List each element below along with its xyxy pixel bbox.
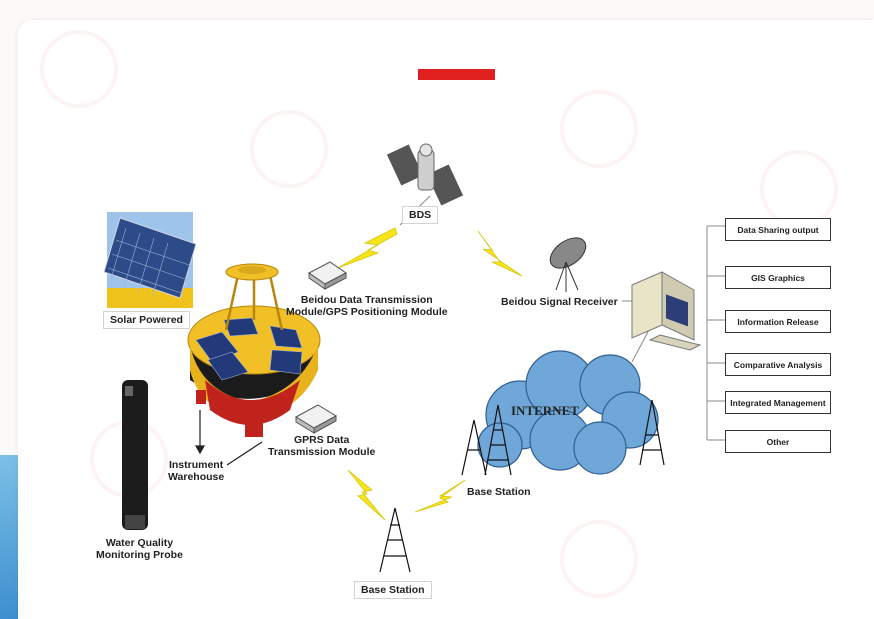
lightning-bolt-icon xyxy=(337,227,398,269)
probe-label: Water Quality Monitoring Probe xyxy=(96,537,183,561)
title-accent-bar xyxy=(418,69,495,80)
gprs-label: GPRS Data Transmission Module xyxy=(268,434,375,458)
warehouse-pointer-2 xyxy=(226,441,263,466)
beidou-module-label-line1: Beidou Data Transmission xyxy=(300,294,433,306)
satellite-icon xyxy=(386,143,464,206)
output-data-sharing: Data Sharing output xyxy=(725,218,831,241)
gprs-label-line2: Transmission Module xyxy=(268,446,376,458)
warehouse-label-line1: Instrument xyxy=(168,459,224,471)
cell-tower-icon xyxy=(639,399,665,466)
gprs-label-line1: GPRS Data xyxy=(293,434,350,446)
warehouse-label: Instrument Warehouse xyxy=(168,459,224,483)
lightning-bolt-icon xyxy=(477,230,523,277)
base-station-bottom-label: Base Station xyxy=(354,581,432,599)
satellite-dish-icon xyxy=(549,237,587,292)
beidou-module-label-line2: Module/GPS Positioning Module xyxy=(286,306,448,318)
lightning-bolt-icon xyxy=(347,469,386,521)
output-branch-lines xyxy=(707,225,725,441)
warehouse-label-line2: Warehouse xyxy=(168,471,225,483)
beidou-module-label: Beidou Data Transmission Module/GPS Posi… xyxy=(286,294,448,318)
internet-label: INTERNET xyxy=(511,403,579,418)
water-probe-image xyxy=(122,380,148,530)
beidou-receiver-label: Beidou Signal Receiver xyxy=(501,296,618,308)
solar-label: Solar Powered xyxy=(103,311,190,329)
watermark xyxy=(250,110,328,188)
cell-tower-icon xyxy=(379,507,411,573)
watermark xyxy=(560,520,638,598)
output-other: Other xyxy=(725,430,831,453)
computer-icon xyxy=(631,271,702,351)
watermark xyxy=(40,30,118,108)
watermark xyxy=(560,90,638,168)
output-integrated-management: Integrated Management xyxy=(725,391,831,414)
base-station-right-label: Base Station xyxy=(467,486,531,498)
bds-label: BDS xyxy=(402,206,439,224)
lightning-bolt-icon xyxy=(414,479,466,513)
output-comparative-analysis: Comparative Analysis xyxy=(725,353,831,376)
probe-label-line1: Water Quality xyxy=(105,537,174,549)
cell-tower-icon xyxy=(461,419,487,476)
output-information-release: Information Release xyxy=(725,310,831,333)
output-gis-graphics: GIS Graphics xyxy=(725,266,831,289)
buoy-image xyxy=(187,263,321,437)
beidou-module-icon xyxy=(308,261,347,290)
probe-label-line2: Monitoring Probe xyxy=(96,549,183,561)
solar-panel-image xyxy=(103,212,197,308)
gprs-module-icon xyxy=(295,404,337,434)
connector-line xyxy=(631,327,651,363)
cell-tower-icon xyxy=(484,404,512,476)
